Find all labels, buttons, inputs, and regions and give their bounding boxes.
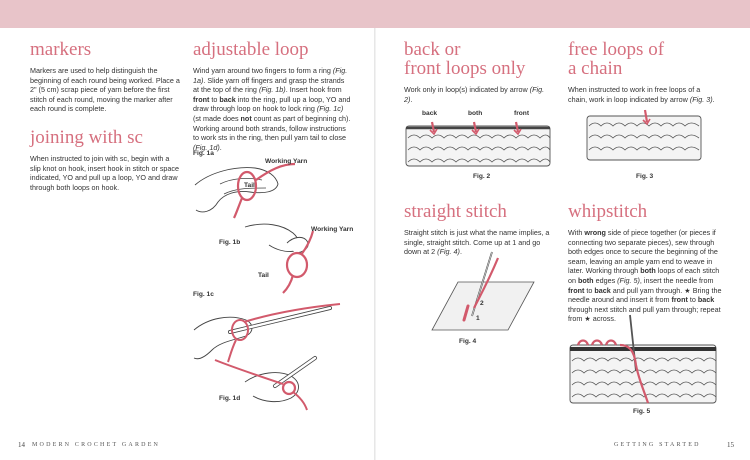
fig-4-label: Fig. 4	[459, 338, 477, 345]
whipstitch-section: whipstitch With wrong side of piece toge…	[568, 202, 722, 324]
fig-2-both-label: both	[468, 110, 483, 117]
fig-2-front-label: front	[514, 110, 530, 117]
fig-1a-label: Fig. 1a	[193, 150, 214, 157]
free-loops-title: free loops of a chain	[568, 39, 665, 79]
fig-1d-illustration	[214, 356, 317, 411]
fig-2-label: Fig. 2	[473, 173, 491, 180]
straight-stitch-section: straight stitch Straight stitch is just …	[404, 202, 554, 257]
fig-5-illustration	[569, 314, 717, 404]
fig-1b-tail-label: Tail	[258, 272, 269, 279]
straight-stitch-body: Straight stitch is just what the name im…	[404, 228, 550, 257]
fig-5-label: Fig. 5	[633, 408, 651, 415]
top-color-band	[0, 0, 750, 28]
right-running-head: GETTING STARTED	[614, 442, 701, 448]
free-loops-body: When instructed to work in free loops of…	[568, 85, 715, 104]
fig-1a-working-yarn-label: Working Yarn	[265, 158, 308, 165]
joining-body: When instructed to join with sc, begin w…	[30, 154, 180, 192]
markers-section: markers Markers are used to help disting…	[30, 40, 180, 114]
left-running-head: MODERN CROCHET GARDEN	[32, 442, 161, 448]
left-page-number: 14	[18, 441, 25, 449]
adjustable-loop-title: adjustable loop	[193, 39, 309, 60]
fig-4-number-1: 1	[476, 315, 480, 322]
fig-1a-tail-label: Tail	[244, 182, 255, 189]
joining-title: joining with sc	[30, 127, 143, 148]
fig-2-illustration	[405, 121, 551, 167]
straight-stitch-title: straight stitch	[404, 201, 507, 222]
back-front-loops-section: back or front loops only Work only in lo…	[404, 40, 554, 104]
markers-title: markers	[30, 39, 92, 60]
whipstitch-title: whipstitch	[568, 201, 648, 222]
fig-3-illustration	[586, 109, 702, 161]
fig-1d-label: Fig. 1d	[219, 395, 241, 402]
free-loops-section: free loops of a chain When instructed to…	[568, 40, 720, 104]
fig-1b-label: Fig. 1b	[219, 239, 241, 246]
joining-section: joining with sc When instructed to join …	[30, 128, 180, 192]
fig-1c-label: Fig. 1c	[193, 291, 214, 298]
fig-2-back-label: back	[422, 110, 438, 117]
fig-4-illustration	[431, 251, 535, 331]
back-front-body: Work only in loop(s) indicated by arrow …	[404, 85, 545, 104]
whipstitch-body: With wrong side of piece together (or pi…	[568, 228, 722, 324]
fig-1b-illustration	[244, 223, 315, 294]
fig-1b-working-yarn-label: Working Yarn	[311, 226, 354, 233]
fig-3-label: Fig. 3	[636, 173, 654, 180]
fig-1a-illustration	[194, 162, 296, 219]
adjustable-loop-body: Wind yarn around two fingers to form a r…	[193, 66, 351, 152]
fig-1c-illustration	[193, 303, 341, 363]
adjustable-loop-section: adjustable loop Wind yarn around two fin…	[193, 40, 351, 152]
fig-4-number-2: 2	[480, 300, 484, 307]
back-front-title: back or front loops only	[404, 39, 526, 79]
right-page-number: 15	[727, 441, 734, 449]
markers-body: Markers are used to help distinguish the…	[30, 66, 180, 114]
page-spine	[374, 28, 376, 460]
